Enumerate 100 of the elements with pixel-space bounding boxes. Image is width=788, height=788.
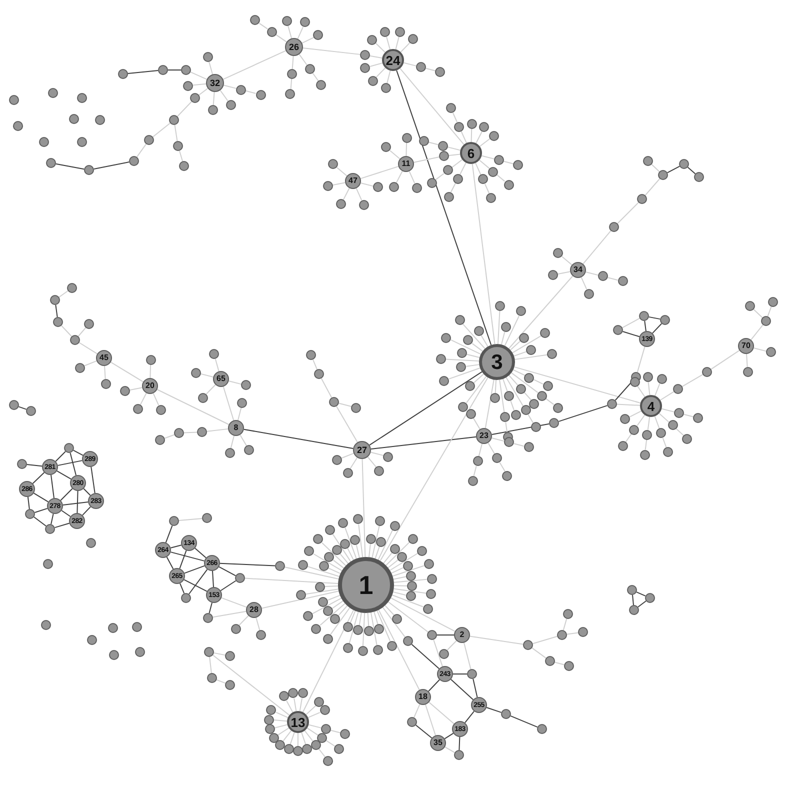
connector-line (350, 457, 358, 470)
connector-line (376, 67, 386, 78)
connector-line (386, 70, 391, 84)
node-circle (375, 516, 386, 526)
connector-line (209, 656, 212, 674)
connector-line (212, 570, 214, 588)
node-circle (342, 468, 353, 478)
node-circle (408, 534, 418, 544)
node-circle (292, 746, 303, 756)
connector-line (297, 732, 298, 746)
connector-line (644, 320, 646, 332)
node-circle (236, 84, 246, 95)
connector-line (347, 548, 354, 560)
node-circle (426, 178, 437, 188)
connector-line (491, 423, 550, 436)
node-circle (441, 332, 452, 343)
connector-line (473, 466, 477, 476)
node-circle (436, 354, 446, 364)
connector-line (481, 155, 495, 160)
connector-line (502, 378, 508, 392)
connector-line (370, 436, 477, 450)
connector-line (390, 567, 404, 574)
connector-line (237, 407, 242, 421)
connector-line (320, 602, 346, 626)
connector-line (406, 142, 408, 156)
node-circle (392, 614, 402, 624)
node-circle (264, 724, 275, 734)
connector-line (411, 644, 440, 670)
connector-line (150, 364, 152, 378)
connector-line (508, 276, 574, 349)
connector-line (328, 568, 341, 574)
node-circle (203, 613, 213, 623)
connector-line (342, 188, 350, 200)
connector-line (654, 416, 660, 429)
connector-line (622, 318, 640, 328)
node-circle (578, 627, 588, 637)
connector-line (414, 704, 420, 718)
node-circle (402, 133, 412, 143)
node-circle (304, 546, 314, 556)
node-circle (367, 34, 378, 45)
node-circle (702, 367, 712, 377)
node-circle (474, 326, 484, 336)
connector-line (753, 308, 763, 318)
connector-line (392, 565, 424, 577)
connector-line (274, 724, 288, 728)
connector-line (212, 654, 290, 716)
node-circle (120, 386, 130, 396)
node-circle (322, 634, 333, 644)
connector-line (222, 386, 234, 421)
connector-line (622, 330, 640, 338)
node-circle (86, 538, 96, 548)
node-circle (395, 26, 406, 37)
node-circle (584, 288, 594, 299)
connector-line (767, 306, 772, 317)
connector-line (338, 402, 352, 407)
node-circle (442, 165, 453, 176)
node-circle (77, 137, 87, 147)
connector-line (533, 379, 544, 385)
connector-line (297, 26, 304, 40)
connector-line (505, 422, 508, 433)
connector-line (336, 406, 358, 443)
connector-line (332, 560, 344, 569)
node-circle (598, 271, 608, 282)
node-circle (427, 630, 437, 640)
connector-line (514, 366, 641, 404)
node-circle (613, 325, 623, 335)
connector-line (385, 542, 410, 566)
node-circle (439, 376, 450, 386)
connector-line (170, 544, 182, 548)
connector-line (194, 548, 206, 558)
connector-line (58, 290, 68, 298)
node-circle (380, 83, 391, 94)
node-circle (25, 509, 35, 519)
connector-line (324, 586, 339, 587)
connector-line (514, 354, 548, 360)
connector-line (400, 42, 410, 53)
connector-line (165, 525, 173, 544)
node-circle (406, 591, 416, 602)
node-circle (439, 151, 449, 161)
connector-line (644, 178, 660, 196)
node-circle (190, 93, 200, 103)
node-circle (330, 614, 340, 624)
connector-line (339, 552, 349, 564)
node-circle (444, 192, 454, 202)
connector-line (282, 730, 292, 742)
node-circle (454, 122, 464, 132)
connector-line (475, 162, 482, 176)
connector-line (218, 566, 236, 576)
node-circle (256, 630, 266, 640)
node-circle (69, 114, 79, 124)
node-circle (438, 140, 448, 151)
connector-line (510, 715, 538, 728)
connector-line (472, 417, 480, 430)
node-circle: 8 (228, 420, 244, 436)
connector-line (50, 474, 54, 499)
connector-line (472, 163, 496, 345)
connector-line (413, 156, 440, 163)
node-circle (553, 248, 564, 258)
node-circle: 6 (460, 142, 482, 164)
connector-line (562, 618, 568, 631)
